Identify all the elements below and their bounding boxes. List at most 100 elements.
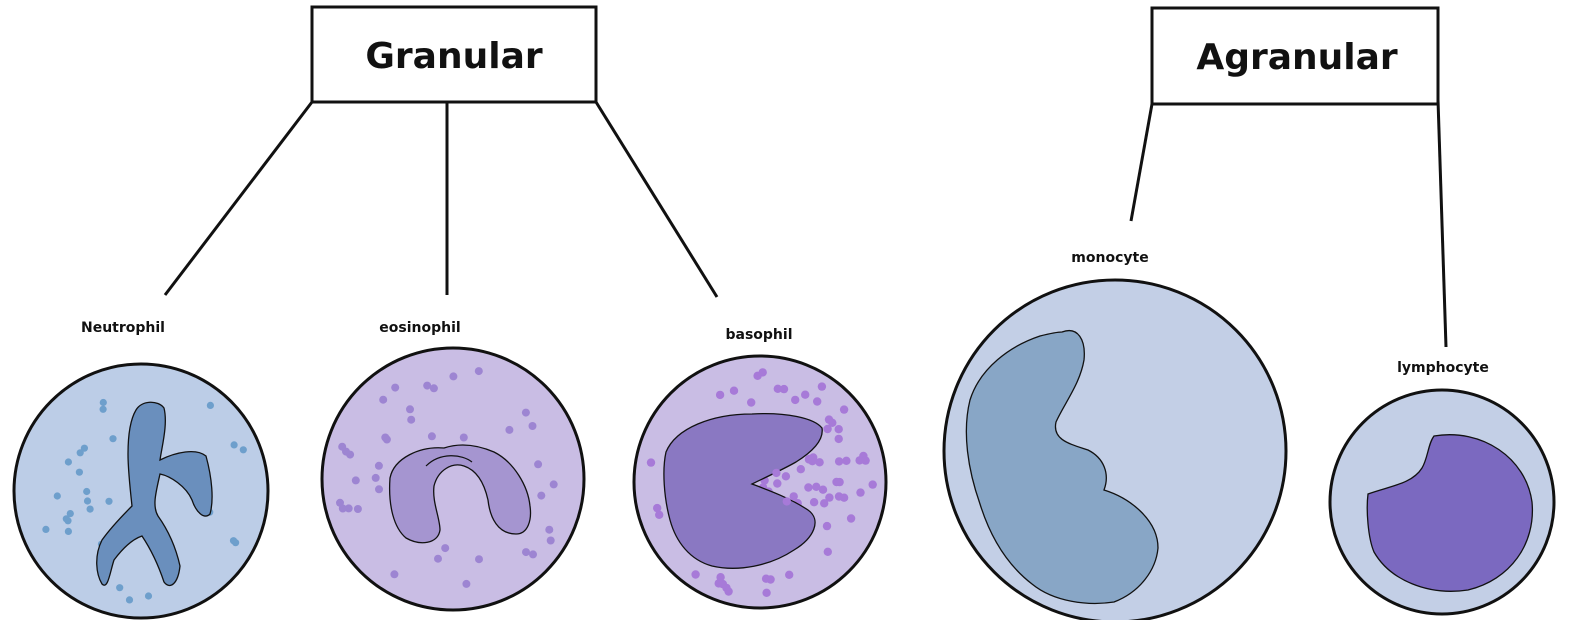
granule	[835, 425, 843, 433]
granule	[824, 548, 832, 556]
granule	[240, 446, 247, 453]
agranular-title: Agranular	[1196, 37, 1398, 78]
granule	[460, 434, 468, 442]
granule	[747, 398, 755, 406]
granule	[406, 405, 414, 413]
granule	[647, 458, 655, 466]
granule	[354, 505, 362, 513]
granule	[100, 406, 107, 413]
lymphocyte-label: lymphocyte	[1397, 360, 1489, 376]
granule	[820, 499, 828, 507]
granule	[724, 587, 732, 595]
monocyte-cell	[944, 280, 1286, 620]
granule	[808, 457, 816, 465]
granule	[522, 409, 530, 417]
granule	[375, 462, 383, 470]
granule	[762, 575, 770, 583]
granule	[715, 579, 723, 587]
granule	[231, 441, 238, 448]
granule	[441, 544, 449, 552]
granule	[785, 571, 793, 579]
granule	[505, 426, 513, 434]
granule	[840, 494, 848, 502]
monocyte-label: monocyte	[1071, 250, 1148, 266]
granule	[338, 443, 346, 451]
granular-header: Granular	[312, 7, 596, 102]
granule	[825, 415, 833, 423]
basophil-label: basophil	[725, 327, 792, 343]
granule	[529, 422, 537, 430]
neutrophil-label: Neutrophil	[81, 320, 165, 336]
granule	[407, 416, 415, 424]
granule	[207, 402, 214, 409]
granule	[428, 432, 436, 440]
agranular-header: Agranular	[1152, 8, 1438, 104]
granule	[810, 498, 818, 506]
granule	[730, 387, 738, 395]
granule	[449, 372, 457, 380]
granule	[391, 384, 399, 392]
lymphocyte-cell	[1330, 390, 1554, 614]
granule	[537, 492, 545, 500]
granule	[336, 499, 344, 507]
granule	[232, 539, 239, 546]
neutrophil-cell	[14, 364, 268, 618]
granule	[126, 596, 133, 603]
granule	[847, 514, 855, 522]
granule	[772, 469, 780, 477]
granule	[773, 479, 781, 487]
granule	[83, 488, 90, 495]
eosinophil-label: eosinophil	[379, 320, 460, 336]
granule	[534, 460, 542, 468]
granule	[783, 497, 791, 505]
granule	[372, 474, 380, 482]
granule	[105, 498, 112, 505]
granule	[65, 528, 72, 535]
agranular-to-lymphocyte-line	[1438, 100, 1446, 347]
granule	[774, 385, 782, 393]
granule	[390, 570, 398, 578]
granule	[375, 485, 383, 493]
granule	[67, 510, 74, 517]
granule	[653, 504, 661, 512]
granule	[379, 396, 387, 404]
eosinophil-membrane	[322, 348, 584, 610]
granule	[81, 445, 88, 452]
granule	[381, 434, 389, 442]
granule	[804, 483, 812, 491]
granule	[529, 550, 537, 558]
granule	[861, 456, 869, 464]
granule	[790, 492, 798, 500]
granule	[100, 399, 107, 406]
granule	[352, 476, 360, 484]
granule	[813, 397, 821, 405]
granule	[762, 589, 770, 597]
granule	[42, 526, 49, 533]
granule	[522, 548, 530, 556]
granule	[791, 396, 799, 404]
granule	[64, 517, 71, 524]
eosinophil-cell	[322, 348, 584, 610]
granule	[545, 526, 553, 534]
granule	[753, 372, 761, 380]
granule	[835, 435, 843, 443]
granule	[818, 382, 826, 390]
granule	[430, 384, 438, 392]
granular-title: Granular	[365, 36, 542, 77]
granule	[691, 570, 699, 578]
granule	[550, 480, 558, 488]
granule	[84, 497, 91, 504]
granule	[475, 555, 483, 563]
granule	[856, 488, 864, 496]
granule	[869, 480, 877, 488]
granular-connectors	[165, 102, 717, 297]
granule	[462, 580, 470, 588]
granule	[832, 478, 840, 486]
granule	[87, 506, 94, 513]
granule	[434, 555, 442, 563]
granule	[54, 492, 61, 499]
granule	[842, 457, 850, 465]
granule	[716, 391, 724, 399]
granule	[835, 457, 843, 465]
